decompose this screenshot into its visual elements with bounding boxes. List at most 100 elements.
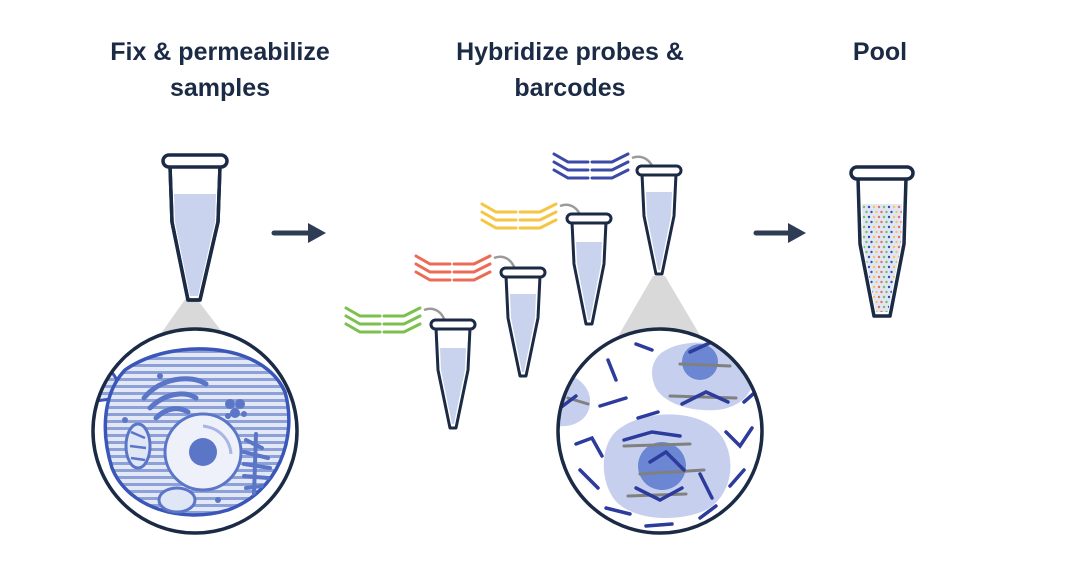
- step-title-line: Fix & permeabilize: [110, 38, 330, 66]
- pool-speckle: [882, 295, 886, 299]
- pool-speckle: [875, 270, 878, 274]
- pool-speckle: [892, 215, 896, 219]
- pool-speckle: [892, 255, 896, 259]
- step-title-hybridize: Hybridize probes & barcodes: [420, 34, 720, 106]
- pool-speckle: [895, 210, 898, 214]
- pool-speckle: [885, 240, 888, 244]
- sample-tube-yellow: [565, 212, 613, 326]
- pool-speckle: [877, 205, 881, 209]
- pool-speckle: [895, 220, 898, 224]
- pool-speckle: [865, 290, 868, 294]
- pool-speckle: [870, 280, 873, 284]
- pool-speckle: [882, 265, 886, 269]
- pool-speckle: [880, 210, 883, 214]
- pool-speckle: [862, 285, 866, 289]
- pool-speckle: [882, 225, 886, 229]
- barcode-set-green: [344, 306, 422, 334]
- pool-speckle: [867, 235, 871, 239]
- pool-speckle: [890, 220, 893, 224]
- pool-speckle: [890, 260, 893, 264]
- pool-speckle: [880, 270, 883, 274]
- pool-speckle: [887, 285, 891, 289]
- sample-tube-green: [429, 318, 477, 430]
- pool-speckle: [882, 285, 886, 289]
- pool-speckle: [890, 230, 893, 234]
- pool-speckle: [897, 225, 901, 229]
- pool-speckle: [862, 305, 866, 309]
- pool-speckle: [880, 280, 883, 284]
- pool-speckle: [870, 270, 873, 274]
- pool-speckle: [882, 235, 886, 239]
- pool-speckle: [895, 230, 898, 234]
- pool-speckle: [870, 210, 873, 214]
- pool-speckle: [882, 255, 886, 259]
- pool-speckle: [895, 250, 898, 254]
- pool-speckle: [900, 290, 902, 294]
- step-title-line: Hybridize probes &: [456, 38, 684, 66]
- pool-speckle: [867, 245, 871, 249]
- pool-speckle: [877, 285, 881, 289]
- pool-speckle: [862, 215, 866, 219]
- pool-speckle: [865, 220, 868, 224]
- arrow-right-icon: [271, 223, 326, 243]
- pool-speckle: [887, 225, 891, 229]
- pool-speckle: [875, 280, 878, 284]
- pool-speckle: [885, 270, 888, 274]
- pool-speckle: [862, 205, 866, 209]
- sample-tube-red: [499, 266, 547, 378]
- pool-speckle: [882, 305, 886, 309]
- pool-speckle: [880, 250, 883, 254]
- pool-speckle: [872, 295, 876, 299]
- pool-speckle: [862, 295, 866, 299]
- pool-speckle: [885, 310, 888, 312]
- pool-speckle: [885, 260, 888, 264]
- step-title-line: barcodes: [514, 74, 626, 102]
- pool-speckle: [877, 265, 881, 269]
- pool-speckle: [895, 300, 898, 304]
- pool-speckle: [885, 230, 888, 234]
- sample-tube-blue: [635, 164, 683, 276]
- pool-speckle: [865, 210, 868, 214]
- arrow-right-icon: [753, 223, 806, 243]
- pool-speckle: [865, 240, 868, 244]
- pool-speckle: [900, 210, 902, 214]
- pool-speckle: [882, 215, 886, 219]
- pool-speckle: [897, 285, 901, 289]
- pool-speckle: [897, 215, 901, 219]
- pool-speckle: [880, 310, 883, 312]
- pool-speckle: [872, 205, 876, 209]
- pool-speckle: [887, 275, 891, 279]
- pool-speckle: [877, 255, 881, 259]
- pool-speckle: [887, 235, 891, 239]
- step-title-line: samples: [169, 74, 271, 102]
- step-title-fix-permeabilize: Fix & permeabilize samples: [60, 34, 380, 106]
- pool-speckle: [890, 280, 893, 284]
- pool-speckle: [875, 300, 878, 304]
- pool-speckle: [872, 245, 876, 249]
- pool-speckle: [885, 280, 888, 284]
- pool-speckle: [887, 295, 891, 299]
- pool-speckle: [890, 240, 893, 244]
- pool-speckle: [867, 225, 871, 229]
- pool-speckle: [890, 250, 893, 254]
- pool-speckle: [895, 310, 898, 312]
- pool-speckle: [887, 205, 891, 209]
- barcode-set-red: [414, 254, 492, 282]
- pool-speckle: [862, 235, 866, 239]
- pool-speckle: [872, 255, 876, 259]
- pool-speckle: [872, 235, 876, 239]
- pool-speckle: [882, 245, 886, 249]
- pool-speckle: [867, 205, 871, 209]
- pool-speckle: [887, 245, 891, 249]
- pool-speckle: [897, 235, 901, 239]
- pool-speckle: [885, 300, 888, 304]
- cell-zoom-circle: [91, 327, 299, 535]
- pool-speckle: [900, 310, 902, 312]
- pool-speckle: [875, 260, 878, 264]
- pool-speckle: [865, 230, 868, 234]
- pool-speckle: [875, 250, 878, 254]
- pool-speckle: [870, 250, 873, 254]
- pool-speckle: [885, 250, 888, 254]
- sample-tube-left: [161, 153, 229, 302]
